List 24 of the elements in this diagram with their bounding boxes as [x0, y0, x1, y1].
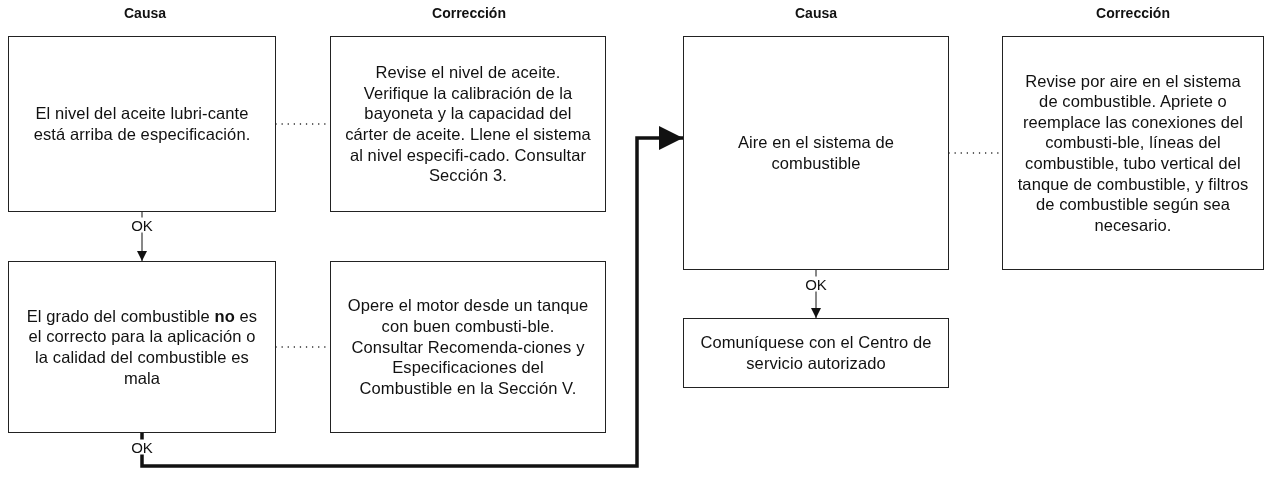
box-text: Comuníquese con el Centro de servicio autorizado — [699, 332, 933, 374]
box-text: El nivel del aceite lubri-cante está arriba de especificación. — [32, 103, 252, 145]
box-text: El grado del combustible no es el correcto para la aplicación o la calidad del combustible es mala — [25, 305, 259, 389]
edge-label: OK — [130, 439, 154, 455]
edge-label: OK — [130, 217, 154, 233]
box-text: Revise por aire en el sistema de combustible. Apriete o reemplace las conexiones del combusti-ble, líneas del combustible, tubo vertical del tanque de combustible, y filtros de combustible según sea necesario. — [1017, 70, 1249, 236]
text-box — [1002, 36, 1264, 270]
text-box — [330, 261, 606, 433]
text-box — [330, 36, 606, 212]
edge-label: OK — [804, 276, 828, 292]
text-box — [8, 36, 276, 212]
text-box — [683, 318, 949, 388]
column-heading: Causa — [795, 5, 837, 21]
column-heading: Causa — [124, 5, 166, 21]
arrow — [140, 126, 683, 468]
arrow — [811, 269, 821, 319]
column-heading: Corrección — [1096, 5, 1170, 21]
box-text: Aire en el sistema de combustible — [736, 132, 896, 174]
arrow — [137, 211, 147, 262]
box-text: Opere el motor desde un tanque con buen combusti-ble. Consultar Recomenda-ciones y Especificaciones del Combustible en la Sección V. — [346, 295, 590, 399]
text-box — [683, 36, 949, 270]
box-text: Revise el nivel de aceite. Verifique la calibración de la bayoneta y la capacidad del cárter de aceite. Llene el sistema al nivel especifi-cado. Consultar Sección 3. — [345, 62, 591, 186]
column-heading: Corrección — [432, 5, 506, 21]
text-box — [8, 261, 276, 433]
